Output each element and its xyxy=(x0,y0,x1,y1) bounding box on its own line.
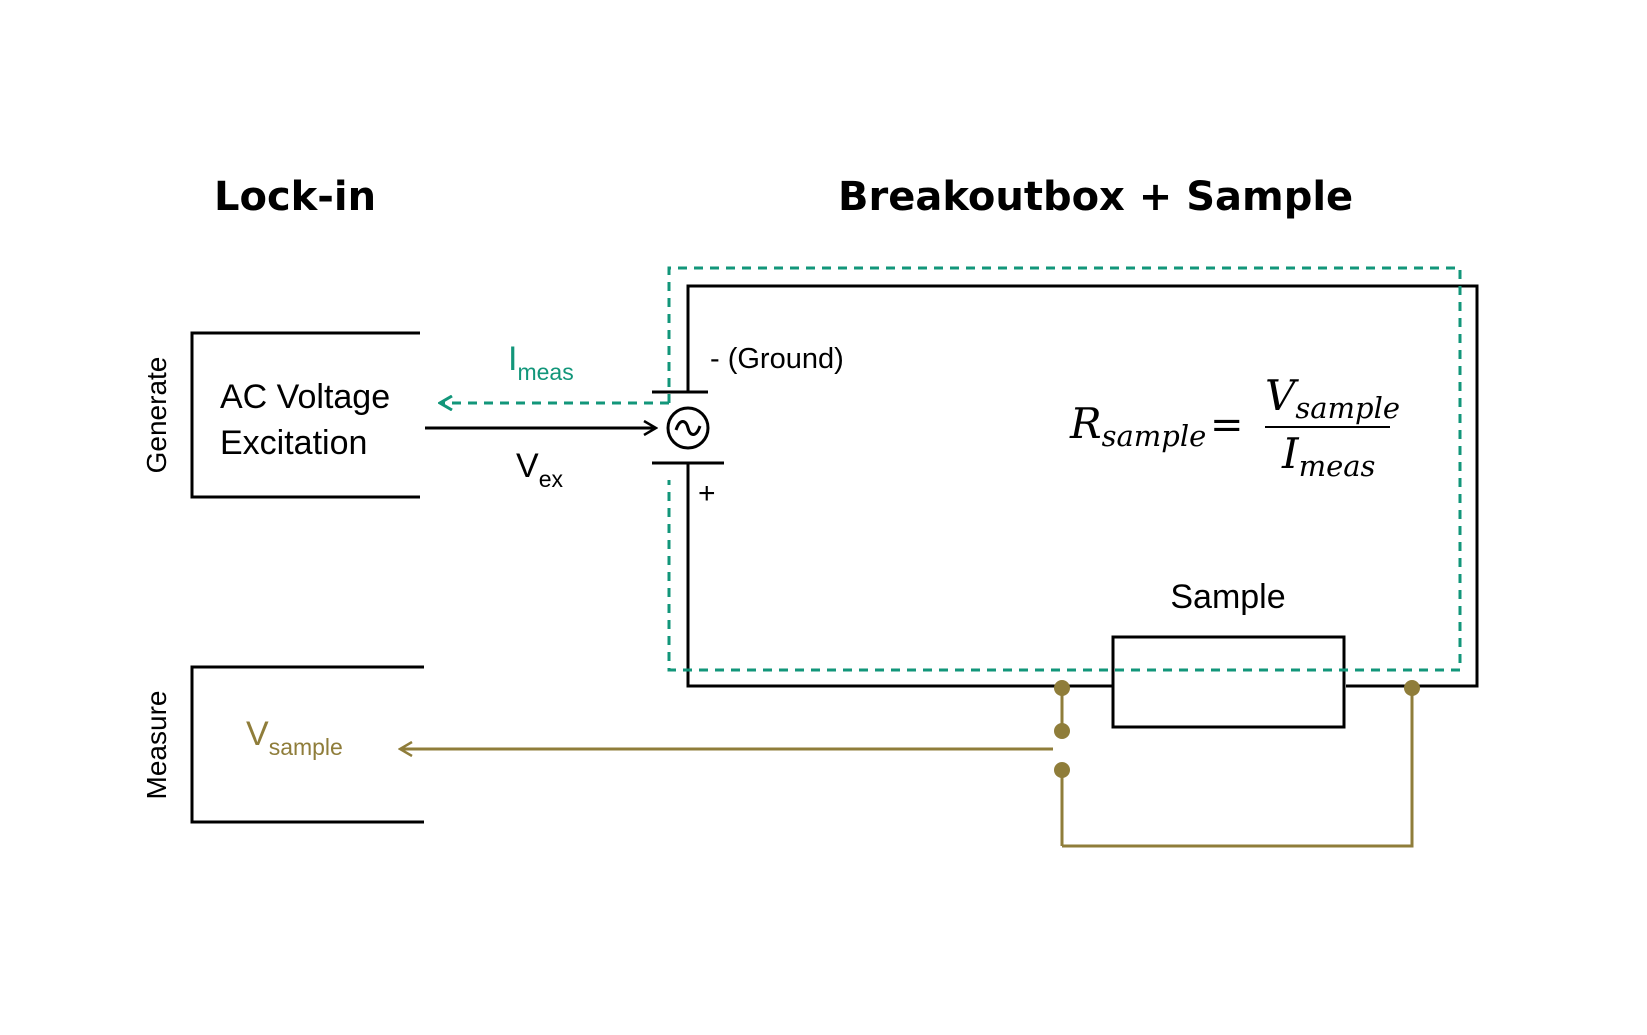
switch-contact-dot xyxy=(1054,762,1070,778)
node-dot xyxy=(1404,680,1420,696)
wire-top-loop xyxy=(686,284,1479,688)
sample-resistor xyxy=(1111,635,1346,729)
lockin-title: Lock-in xyxy=(214,174,376,220)
imeas-label: Imeas xyxy=(508,340,574,385)
formula-denominator: Imeas xyxy=(1281,429,1375,483)
excitation-label-line1: AC Voltage xyxy=(220,378,390,416)
generate-block xyxy=(190,331,420,499)
sine-wave-icon xyxy=(674,420,702,436)
measure-label: Measure xyxy=(141,691,172,800)
vex-label: Vex xyxy=(516,447,563,492)
ground-label: - (Ground) xyxy=(710,343,844,375)
plus-label: + xyxy=(698,477,716,510)
formula-numerator: Vsample xyxy=(1265,371,1400,425)
vsample-label: Vsample xyxy=(246,715,343,760)
formula-lhs: Rsample xyxy=(1069,399,1206,453)
current-path xyxy=(667,266,1462,672)
wire-bottom-left xyxy=(686,463,1113,688)
generate-label: Generate xyxy=(141,357,172,474)
sample-label: Sample xyxy=(1170,578,1285,616)
breakout-title: Breakoutbox + Sample xyxy=(838,174,1353,220)
resistance-formula: Rsample = Vsample Imeas xyxy=(1069,371,1400,483)
vprobe-return-wire xyxy=(1062,688,1414,848)
switch-contact-dot xyxy=(1054,723,1070,739)
formula-equals: = xyxy=(1210,402,1244,448)
node-dot xyxy=(1054,680,1070,696)
measure-block xyxy=(190,665,424,824)
excitation-label-line2: Excitation xyxy=(220,424,367,462)
